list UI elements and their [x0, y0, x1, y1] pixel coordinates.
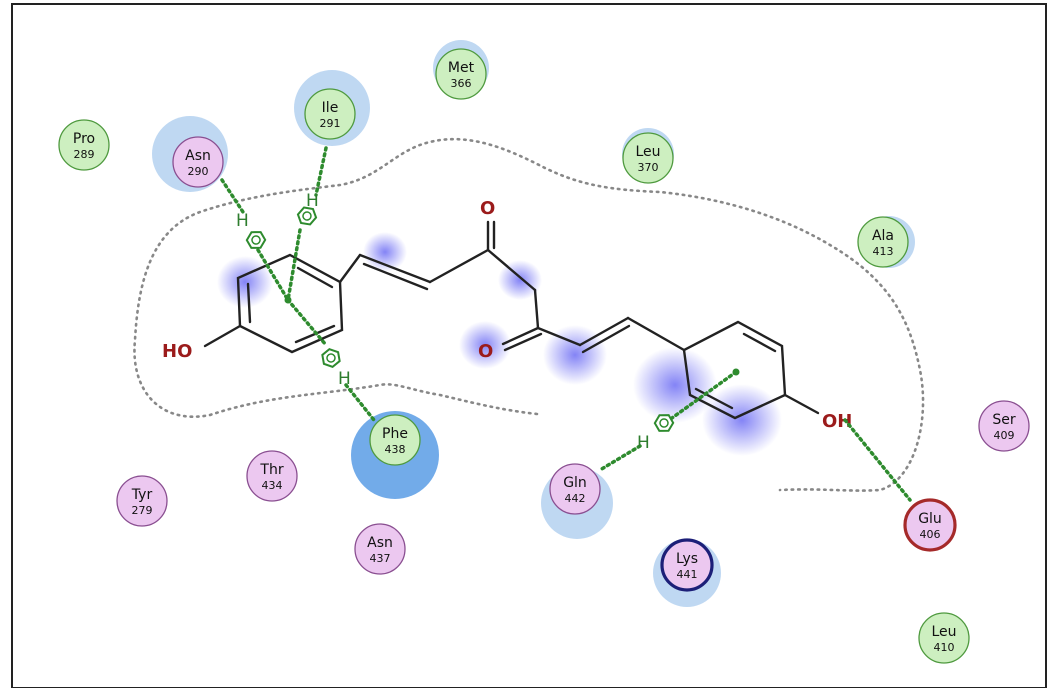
residue-name: Ser: [992, 412, 1016, 428]
residue-disc: [978, 400, 1030, 452]
residue-name: Leu: [931, 624, 956, 640]
pi-ring-icon: [245, 231, 267, 249]
residue-number: 438: [385, 443, 406, 456]
residue-number: 437: [370, 552, 391, 565]
residue-name: Asn: [185, 148, 211, 164]
residue-name: Tyr: [131, 487, 153, 503]
residue-disc: [549, 463, 601, 515]
residue-number: 291: [320, 117, 341, 130]
residue-number: 409: [994, 429, 1015, 442]
residue-number: 434: [262, 479, 283, 492]
residue-name: Gln: [563, 475, 587, 491]
residue-disc: [58, 119, 110, 171]
pi-ring-icon: [653, 414, 675, 432]
residue-disc: [246, 450, 298, 502]
residue-number: 279: [132, 504, 153, 517]
residue-name: Ala: [872, 228, 894, 244]
residue-disc: [857, 216, 909, 268]
hbond-h-label: H: [236, 211, 249, 231]
residue-number: 410: [934, 641, 955, 654]
residue-name: Phe: [382, 426, 408, 442]
residue-number: 406: [920, 528, 941, 541]
hydroxyl-right-label: OH: [822, 411, 852, 432]
residue-number: 442: [565, 492, 586, 505]
hbond-h-label: H: [306, 191, 319, 211]
residue-name: Pro: [73, 131, 95, 147]
residue-name: Glu: [918, 511, 942, 527]
residue-number: 366: [451, 77, 472, 90]
residue-disc: [116, 475, 168, 527]
residue-disc: [304, 88, 356, 140]
pi-ring-icon: [296, 206, 318, 226]
ketone-oxygen-bottom: O: [478, 341, 493, 362]
residue-disc: [918, 612, 970, 664]
ligand-structure: [203, 220, 820, 420]
hbond-h-label: H: [637, 433, 650, 453]
residue-disc: [354, 523, 406, 575]
residue-name: Asn: [367, 535, 393, 551]
residue-number: 441: [677, 568, 698, 581]
residue-number: 413: [873, 245, 894, 258]
binding-pocket-outline: [133, 137, 925, 492]
residue-disc: [660, 538, 714, 592]
hydroxyl-left-label: HO: [162, 341, 192, 362]
residue-disc: [172, 136, 224, 188]
hbond-h-label: H: [338, 369, 351, 389]
pi-ring-icon: [321, 348, 341, 368]
residue-name: Leu: [635, 144, 660, 160]
residue-number: 370: [638, 161, 659, 174]
residue-disc: [903, 498, 957, 552]
residue-name: Thr: [259, 462, 283, 478]
ketone-oxygen-top: O: [480, 198, 495, 219]
residue-name: Lys: [676, 551, 698, 567]
residue-name: Ile: [322, 100, 339, 116]
residue-number: 290: [188, 165, 209, 178]
interaction-lines: [220, 146, 912, 502]
residue-number: 289: [74, 148, 95, 161]
residue-name: Met: [448, 60, 475, 76]
pi-interaction-icons: [245, 206, 675, 432]
residue-disc: [622, 132, 674, 184]
residue-disc: [435, 48, 487, 100]
residue-disc: [369, 414, 421, 466]
